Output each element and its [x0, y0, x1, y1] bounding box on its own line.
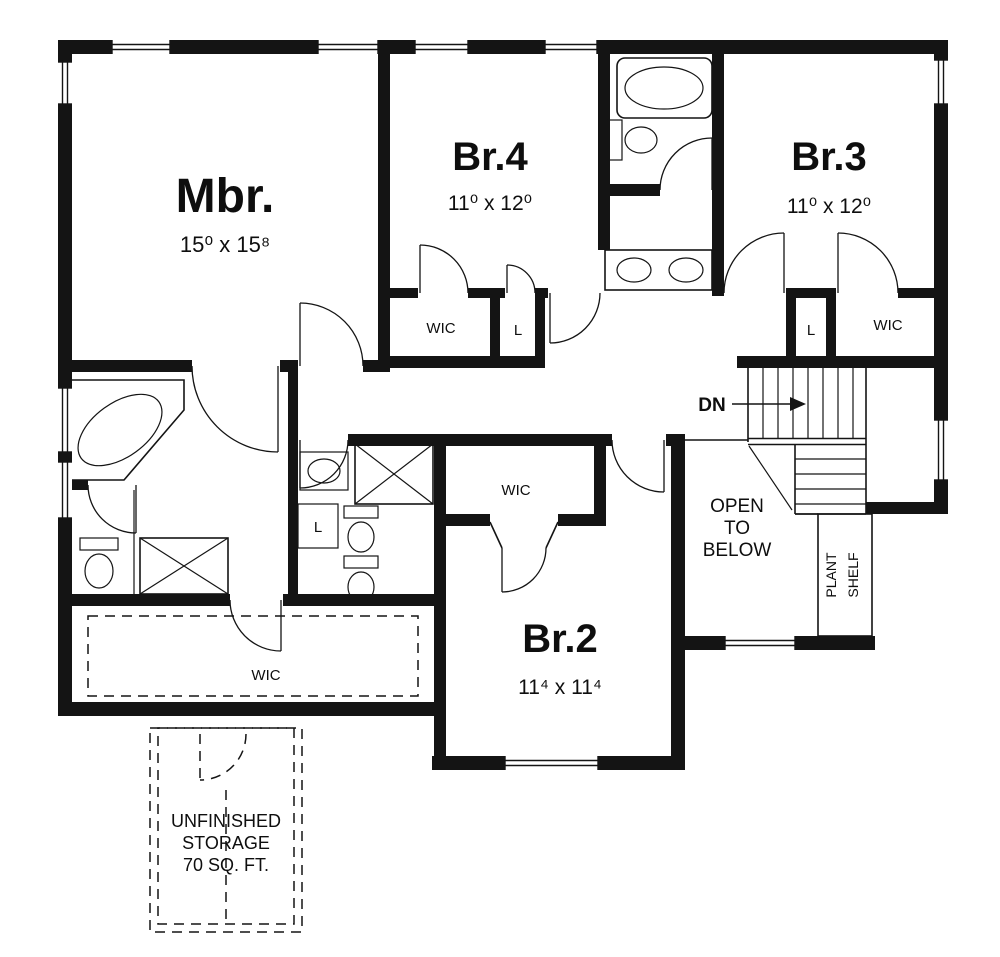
door-arc [506, 264, 536, 294]
open-below-label: OPEN [710, 496, 764, 517]
exterior-walls [58, 40, 948, 770]
open-below-label: BELOW [703, 540, 772, 561]
door-arc [549, 292, 601, 344]
master-wic: WIC [87, 615, 419, 697]
storage-label: 70 SQ. FT. [183, 855, 269, 875]
toilet-icon [79, 537, 119, 589]
interior-walls [58, 54, 948, 606]
master-bath [72, 379, 229, 595]
window [504, 756, 599, 770]
window [58, 461, 72, 519]
door-arc [723, 232, 785, 294]
toilet-icon [607, 119, 658, 161]
window [58, 61, 72, 105]
plant-shelf: PLANT SHELF [817, 513, 873, 637]
br3-name: Br.3 [791, 135, 867, 179]
storage-label: UNFINISHED [171, 811, 281, 831]
toilet-icon [343, 505, 379, 553]
storage-label: STORAGE [182, 833, 270, 853]
linen-label: L [314, 519, 322, 536]
plant-shelf-label: SHELF [845, 552, 861, 597]
stairs-dn-label: DN [698, 395, 725, 416]
window [934, 419, 948, 481]
plant-shelf-label: PLANT [823, 552, 839, 598]
window [934, 59, 948, 105]
br2-dims: 11⁴ x 11⁴ [518, 676, 602, 699]
door-arc [611, 439, 665, 493]
window [58, 387, 72, 453]
room-labels: Mbr. 15⁰ x 15⁸ Br.4 11⁰ x 12⁰ Br.3 11⁰ x… [176, 135, 903, 699]
toilet-icon [343, 555, 379, 603]
wic-label: WIC [873, 317, 902, 334]
door-arc [229, 599, 282, 652]
unfinished-storage: UNFINISHED STORAGE 70 SQ. FT. [149, 727, 303, 933]
windows [58, 40, 948, 770]
door-arc [191, 365, 279, 453]
window [414, 40, 469, 54]
shower-icon [354, 443, 434, 505]
window [724, 636, 796, 650]
linen-label: L [807, 322, 815, 339]
linen-closet: L [297, 503, 339, 549]
door-arc [501, 547, 547, 593]
doors [87, 137, 899, 652]
corner-tub-icon [72, 379, 185, 481]
window [544, 40, 598, 54]
br4-dims: 11⁰ x 12⁰ [448, 192, 532, 215]
down-arrow [732, 397, 806, 411]
door-arc [659, 137, 713, 191]
sink-icon [299, 451, 349, 491]
door-arc [837, 232, 899, 294]
mbr-dims: 15⁰ x 15⁸ [180, 232, 270, 257]
wic-label: WIC [501, 482, 530, 499]
open-below-label: TO [724, 518, 750, 539]
br4-name: Br.4 [452, 135, 528, 179]
door-arc [299, 302, 364, 367]
br2-name: Br.2 [522, 617, 598, 661]
window [111, 40, 171, 54]
mbr-name: Mbr. [176, 170, 275, 223]
door-arc [87, 484, 137, 534]
br2-wic-bay [489, 521, 559, 549]
door-arc [419, 244, 469, 294]
hall-bath-upper [604, 57, 713, 291]
wic-label: WIC [251, 667, 280, 684]
wic-label: WIC [426, 320, 455, 337]
shower-icon [139, 537, 229, 595]
bathtub-icon [616, 57, 713, 119]
window [317, 40, 379, 54]
stairs: DN [685, 368, 867, 515]
br3-dims: 11⁰ x 12⁰ [787, 195, 871, 218]
hall-bath-lower: L [297, 443, 434, 603]
vanity-sinks-icon [604, 249, 713, 291]
linen-label: L [514, 322, 522, 339]
door-arc [299, 439, 349, 489]
